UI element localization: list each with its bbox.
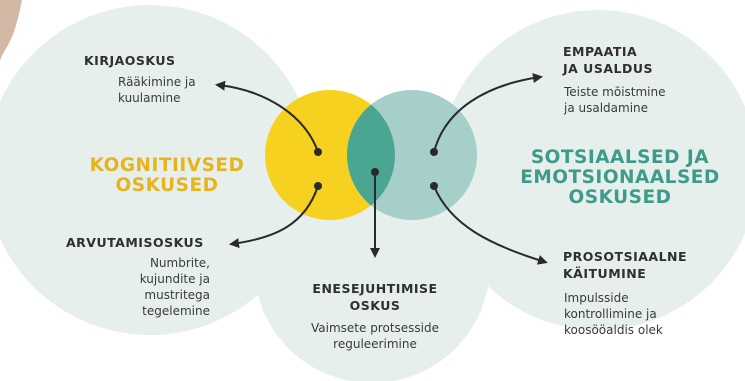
arrow-literacy	[215, 80, 319, 153]
arrow-empathy	[433, 73, 543, 153]
selfcontrol-desc: Vaimsete protsesside reguleerimine	[311, 321, 439, 351]
empathy-desc: Teiste mõistmine ja usaldamine	[564, 85, 666, 115]
social-group-label: SOTSIAALSED JA EMOTSIONAALSED OSKUSED	[520, 147, 720, 208]
selfcontrol-title: ENESEJUHTIMISE OSKUS	[312, 281, 438, 313]
numeracy-title: ARVUTAMISOSKUS	[66, 235, 204, 250]
prosocial-title: PROSOTSIAALNE KÄITUMINE	[563, 249, 688, 281]
numeracy-desc: Numbrite, kujundite ja mustritega tegele…	[139, 256, 210, 318]
literacy-desc: Rääkimine ja kuulamine	[118, 75, 196, 105]
cognitive-group-label: KOGNITIIVSED OSKUSED	[89, 155, 245, 196]
empathy-title: EMPAATIA JA USALDUS	[563, 44, 653, 76]
arrow-numeracy	[229, 185, 319, 248]
literacy-title: KIRJAOSKUS	[84, 53, 176, 68]
arrow-prosocial	[433, 185, 548, 265]
social-bg-circle	[438, 10, 745, 330]
overlap-region	[347, 90, 395, 220]
prosocial-desc: Impulsside kontrollimine ja koosööaldis …	[564, 291, 663, 337]
photo-edge	[0, 0, 22, 62]
